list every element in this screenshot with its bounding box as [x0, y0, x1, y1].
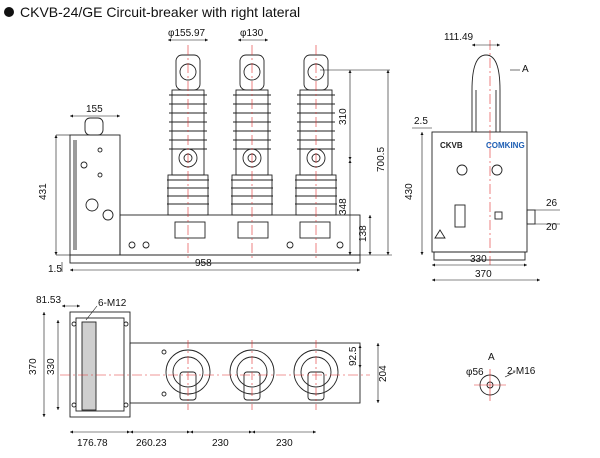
top-dim-330: 330 [46, 358, 57, 375]
top-dim-m12: 6-M12 [98, 298, 127, 309]
dim-h700: 700.5 [376, 147, 387, 172]
dim-h310: 310 [338, 108, 349, 125]
top-base [129, 342, 361, 404]
title-bullet [4, 7, 14, 17]
front-view [69, 117, 361, 264]
side-dim-2-5: 2.5 [414, 116, 428, 127]
top-view [69, 311, 361, 418]
detail-a-dia: φ56 [466, 367, 484, 378]
side-dim-top: 111.49 [444, 32, 474, 43]
side-housing [431, 131, 528, 253]
top-dim-92: 92.5 [348, 346, 359, 366]
side-pole-top [471, 54, 501, 132]
dim-h138: 138 [358, 225, 369, 242]
front-dims [54, 38, 392, 272]
side-view [431, 54, 536, 261]
top-mechanism [69, 311, 131, 418]
detail-a [474, 369, 516, 401]
mechanism-housing [69, 134, 121, 256]
top-dim-260: 260.23 [136, 438, 167, 449]
dim-left-height: 431 [38, 183, 49, 200]
dim-d1: φ155.97 [168, 28, 206, 39]
dim-top-width: 155 [86, 104, 103, 115]
top-dim-230b: 230 [276, 438, 293, 449]
side-dim-20: 20 [546, 222, 558, 233]
side-brand-right: COMKING [486, 141, 525, 150]
title-bar: CKVB-24/GE Circuit-breaker with right la… [4, 2, 300, 22]
side-knob [456, 164, 468, 176]
top-dims [42, 304, 380, 434]
page-title: CKVB-24/GE Circuit-breaker with right la… [20, 4, 301, 20]
base-frame [119, 214, 361, 256]
side-dims [412, 43, 560, 282]
front-poles [167, 45, 337, 260]
dim-h348: 348 [338, 198, 349, 215]
detail-a-bolts: 2-M16 [507, 366, 536, 377]
base-rail [69, 254, 361, 264]
detail-a-label: A [488, 352, 495, 363]
side-dim-370: 370 [475, 269, 492, 280]
side-brand-left: CKVB [440, 141, 463, 150]
mechanism-knob [85, 198, 99, 212]
side-dim-a: A [522, 64, 529, 75]
dim-bottom-left: 1.5 [48, 264, 62, 275]
side-dim-26: 26 [546, 198, 558, 209]
side-dim-h430: 430 [404, 183, 415, 200]
top-poles [165, 340, 339, 410]
top-dim-81: 81.53 [36, 295, 61, 306]
top-dim-230a: 230 [212, 438, 229, 449]
top-dim-204: 204 [378, 365, 389, 382]
side-dim-330: 330 [470, 254, 487, 265]
lifting-lug [84, 117, 104, 136]
top-dim-370: 370 [28, 358, 39, 375]
dim-width: 958 [195, 258, 212, 269]
dim-d2: φ130 [240, 28, 264, 39]
top-dim-176: 176.78 [77, 438, 108, 449]
